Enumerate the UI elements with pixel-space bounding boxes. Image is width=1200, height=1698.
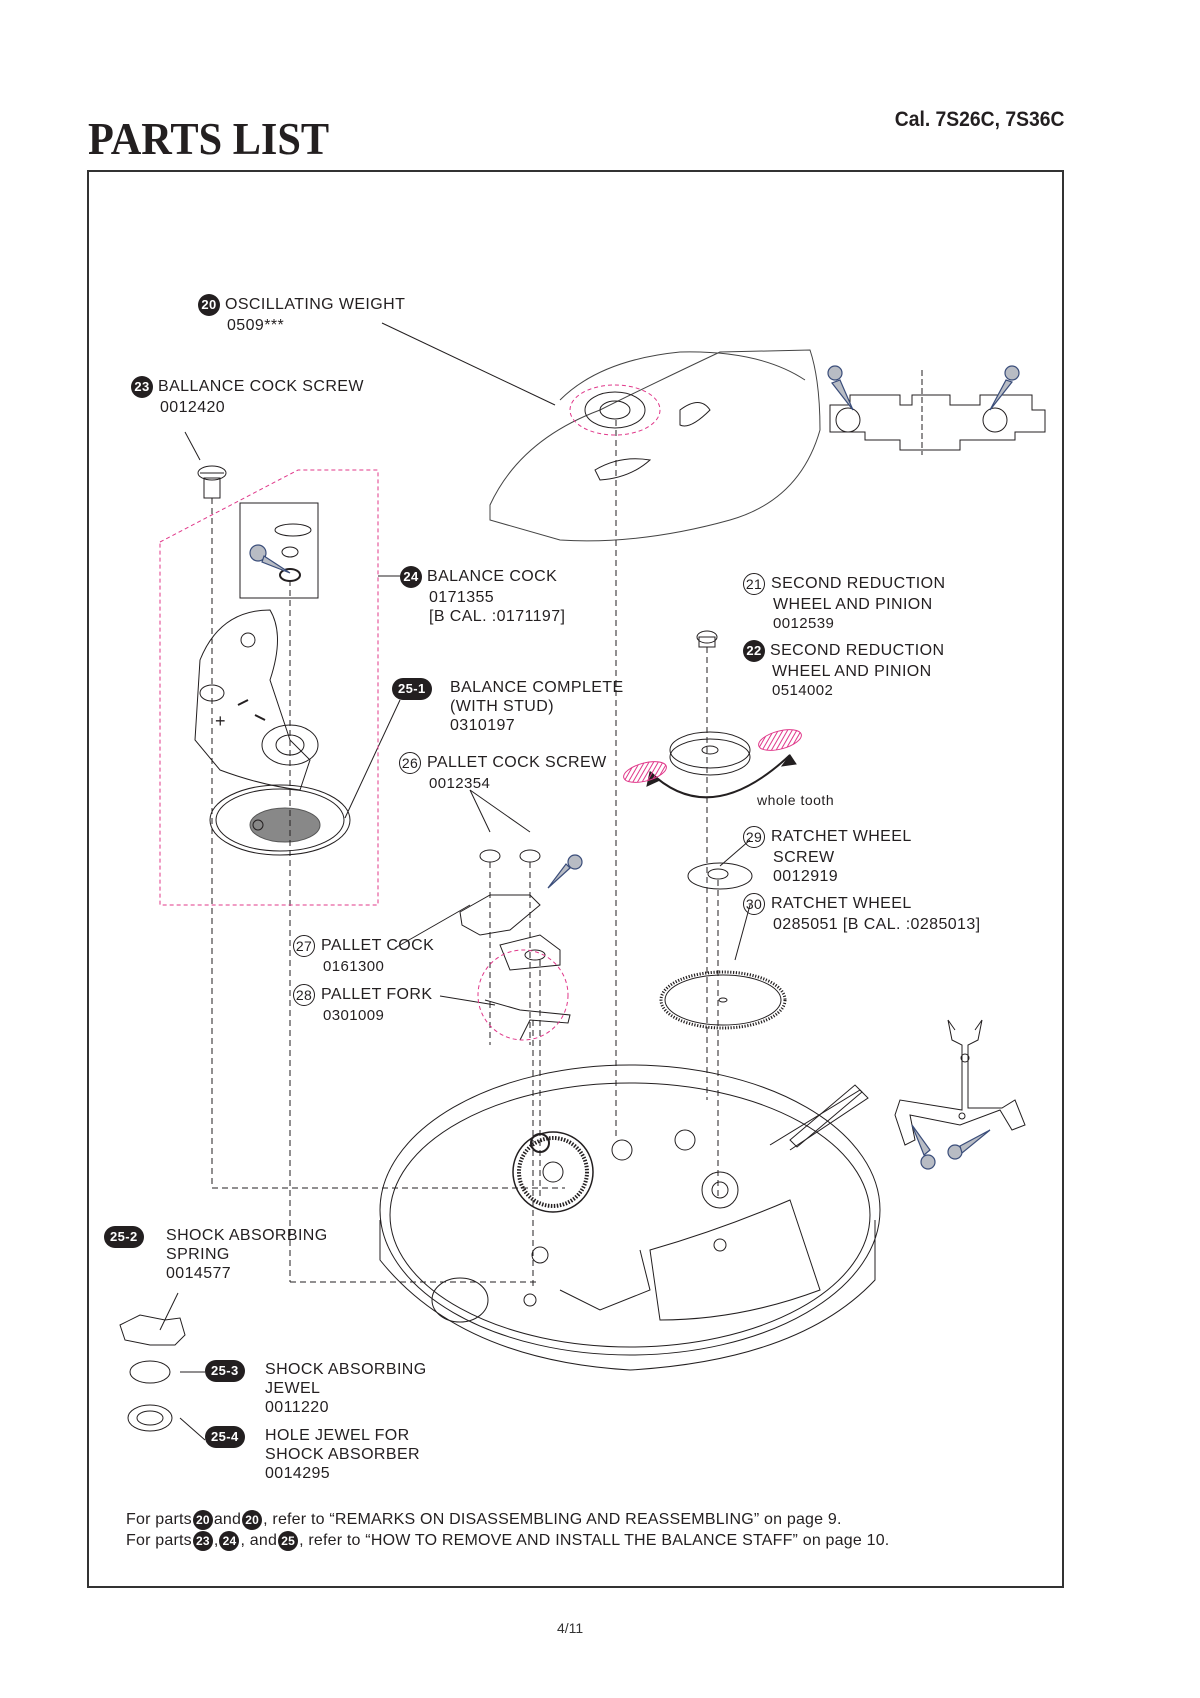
part-name-2: (WITH STUD)	[450, 698, 554, 715]
oil-icons	[249, 365, 1020, 1170]
page-number: 4/11	[557, 1620, 584, 1636]
part-ref-badge: 23	[192, 1531, 213, 1551]
part-24: 24 BALANCE COCK 0171355 [B CAL. :0171197]	[400, 566, 565, 626]
part-code: 0014295	[265, 1465, 331, 1482]
note-text: and	[213, 1511, 242, 1529]
part-name-2: SCREW	[773, 849, 835, 866]
part-26: 26 PALLET COCK SCREW 0012354	[399, 752, 607, 793]
note-text: For parts	[126, 1511, 192, 1529]
part-name-2: WHEEL AND PINION	[773, 596, 933, 613]
part-name-2: WHEEL AND PINION	[772, 663, 932, 680]
part-badge: 24	[400, 566, 422, 588]
part-code: 0514002	[772, 682, 834, 699]
part-name-2: SPRING	[166, 1246, 230, 1263]
part-badge: 25-4	[205, 1426, 245, 1448]
part-name: BALANCE COMPLETE	[450, 679, 624, 696]
part-name: SECOND REDUCTION	[770, 642, 945, 660]
part-code: 0509***	[227, 317, 285, 334]
part-name: SECOND REDUCTION	[771, 575, 946, 593]
part-code: 0014577	[166, 1265, 232, 1282]
part-ref-badge: 24	[219, 1531, 240, 1551]
part-name-2: JEWEL	[265, 1380, 321, 1397]
note-text: , and	[240, 1532, 278, 1550]
part-badge: 27	[293, 935, 315, 957]
part-name: BALLANCE COCK SCREW	[158, 378, 364, 396]
part-25-2: 25-2 SHOCK ABSORBING SPRING 0014577	[104, 1226, 327, 1282]
part-badge: 28	[293, 984, 315, 1006]
part-name: PALLET FORK	[321, 986, 433, 1004]
diagram-frame	[87, 170, 1064, 1588]
part-ref-badge: 20	[192, 1510, 213, 1530]
part-name: PALLET COCK	[321, 937, 435, 955]
part-badge: 23	[131, 376, 153, 398]
part-25-4: 25-4 HOLE JEWEL FOR SHOCK ABSORBER 00142…	[205, 1426, 420, 1482]
part-badge: 21	[743, 573, 765, 595]
bearing-section	[829, 370, 1046, 455]
note-text: ,	[213, 1532, 219, 1550]
note-text: For parts	[126, 1532, 192, 1550]
part-name: RATCHET WHEEL	[771, 895, 912, 913]
part-alt-code: [B CAL. :0171197]	[429, 608, 566, 625]
part-27: 27 PALLET COCK 0161300	[293, 935, 434, 976]
svg-text:+: +	[215, 711, 226, 731]
part-code: 0285051 [B CAL. :0285013]	[773, 916, 981, 933]
note-text: , refer to “REMARKS ON DISASSEMBLING AND…	[263, 1511, 842, 1529]
part-code: 0171355	[429, 589, 495, 606]
leader-23	[184, 431, 201, 461]
part-code: 0301009	[323, 1007, 385, 1024]
part-code: 0310197	[450, 717, 516, 734]
leader-20	[381, 322, 556, 406]
part-code: 0012354	[429, 775, 491, 792]
part-name: PALLET COCK SCREW	[427, 754, 607, 772]
part-badge: 25-1	[392, 678, 432, 700]
part-name: SHOCK ABSORBING	[265, 1361, 427, 1378]
part-badge: 20	[198, 294, 220, 316]
part-29: 29 RATCHET WHEEL SCREW 0012919	[743, 826, 912, 886]
part-name: OSCILLATING WEIGHT	[225, 296, 406, 314]
part-ref-badge: 20	[242, 1510, 263, 1530]
part-code: 0012539	[773, 615, 835, 632]
part-20: 20 OSCILLATING WEIGHT 0509***	[198, 294, 405, 335]
page-title: PARTS LIST	[88, 113, 330, 164]
part-code: 0012420	[160, 399, 226, 416]
part-code: 0011220	[265, 1399, 329, 1416]
part-badge: 22	[743, 640, 765, 662]
part-ref-badge: 25	[278, 1531, 299, 1551]
pallet-fork-highlight	[477, 949, 569, 1041]
caliber-label: Cal. 7S26C, 7S36C	[894, 108, 1064, 131]
part-25-1: 25-1 BALANCE COMPLETE (WITH STUD) 031019…	[392, 678, 623, 734]
part-21: 21 SECOND REDUCTION WHEEL AND PINION 0012…	[743, 573, 945, 633]
part-name: HOLE JEWEL FOR	[265, 1427, 410, 1444]
part-28: 28 PALLET FORK 0301009	[293, 984, 432, 1025]
part-25-3: 25-3 SHOCK ABSORBING JEWEL 0011220	[205, 1360, 426, 1416]
leader-25-1	[344, 699, 401, 819]
part-22: 22 SECOND REDUCTION WHEEL AND PINION 0514…	[743, 640, 944, 700]
balance-group-outline	[159, 469, 379, 906]
note-text: , refer to “HOW TO REMOVE AND INSTALL TH…	[299, 1532, 890, 1550]
part-code: 0012919	[773, 868, 839, 885]
part-code: 0161300	[323, 958, 385, 975]
part-badge: 25-3	[205, 1360, 245, 1382]
part-badge: 25-2	[104, 1226, 144, 1248]
whole-tooth-annotation: whole tooth	[757, 792, 835, 808]
part-badge: 30	[743, 893, 765, 915]
part-name: RATCHET WHEEL	[771, 828, 912, 846]
movement	[379, 1064, 881, 1371]
part-name: BALANCE COCK	[427, 568, 558, 586]
part-badge: 26	[399, 752, 421, 774]
screw-23	[197, 465, 227, 499]
part-name-2: SHOCK ABSORBER	[265, 1446, 420, 1463]
part-badge: 29	[743, 826, 765, 848]
part-23: 23 BALLANCE COCK SCREW 0012420	[131, 376, 364, 417]
part-30: 30 RATCHET WHEEL 0285051 [B CAL. :0285013…	[743, 893, 981, 934]
part-name: SHOCK ABSORBING	[166, 1227, 328, 1244]
